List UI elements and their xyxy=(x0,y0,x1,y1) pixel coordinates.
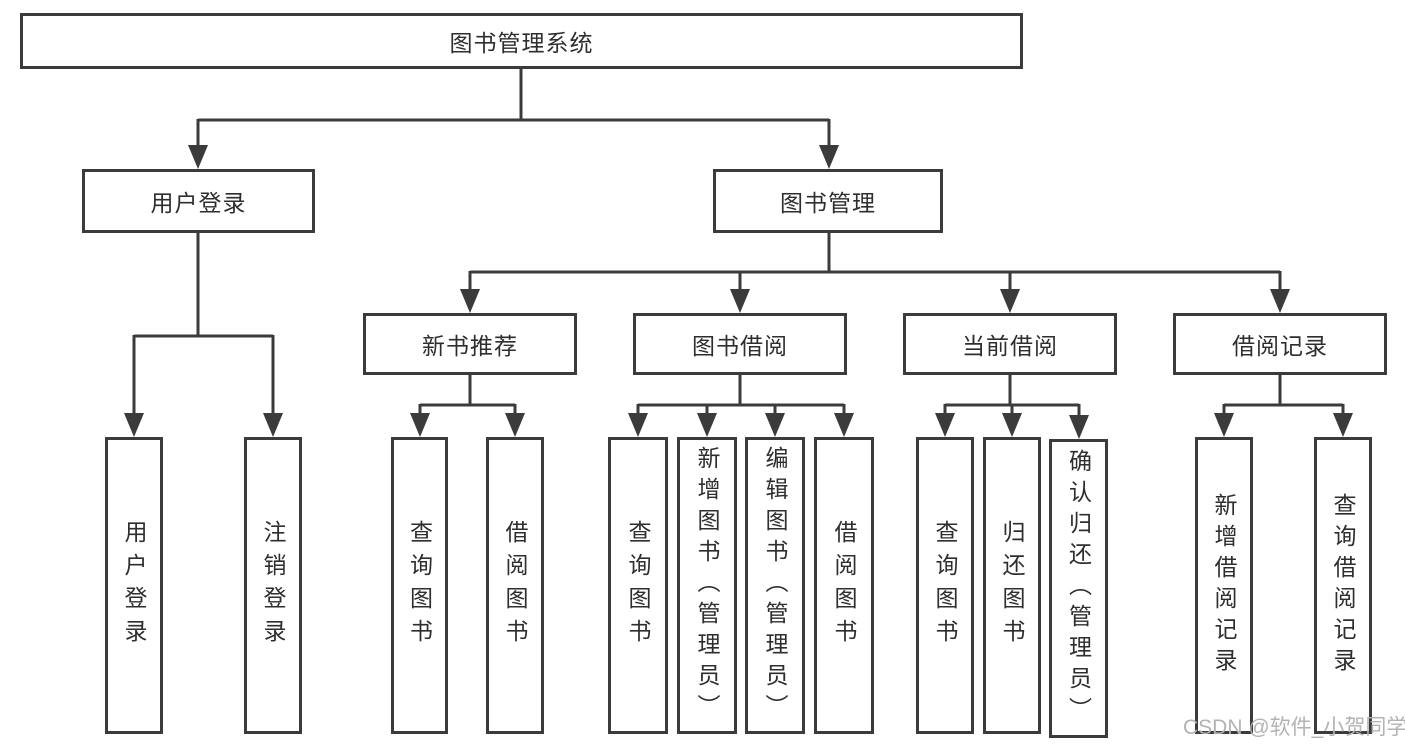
node-book-borrowing: 图书借阅 xyxy=(633,313,847,375)
node-borrowing-records-label: 借阅记录 xyxy=(1232,333,1328,359)
node-user-login-label: 用户登录 xyxy=(150,190,247,216)
leaf-query-book-recommend-label: 查询图书 xyxy=(406,519,433,652)
leaf-return-book-label: 归还图书 xyxy=(999,519,1025,652)
leaf-borrow-book-label: 借阅图书 xyxy=(831,519,857,652)
leaf-query-borrow-record: 查询借阅记录 xyxy=(1314,437,1372,734)
node-new-book-recommend-label: 新书推荐 xyxy=(422,333,518,359)
leaf-logout: 注销登录 xyxy=(244,437,302,734)
node-new-book-recommend: 新书推荐 xyxy=(363,313,577,375)
node-current-borrowing: 当前借阅 xyxy=(903,313,1117,375)
node-book-borrowing-label: 图书借阅 xyxy=(692,333,788,359)
leaf-confirm-return-admin: 确认归还（管理员） xyxy=(1049,439,1108,738)
leaf-query-book-current: 查询图书 xyxy=(916,437,974,734)
leaf-edit-book-admin-label: 编辑图书（管理员） xyxy=(762,446,788,725)
leaf-add-book-admin: 新增图书（管理员） xyxy=(677,437,737,734)
node-root-system-label: 图书管理系统 xyxy=(449,30,594,56)
node-book-management-label: 图书管理 xyxy=(780,190,876,216)
leaf-add-book-admin-label: 新增图书（管理员） xyxy=(694,446,720,725)
node-user-login: 用户登录 xyxy=(82,169,315,233)
leaf-add-borrow-record-label: 新增借阅记录 xyxy=(1211,492,1237,679)
leaf-borrow-book-recommend: 借阅图书 xyxy=(486,437,544,734)
connector-borrow-records-to-leaves xyxy=(1214,375,1353,437)
node-current-borrowing-label: 当前借阅 xyxy=(962,333,1058,359)
leaf-user-login-label: 用户登录 xyxy=(121,519,147,652)
connector-current-borrow-to-leaves xyxy=(935,375,1089,439)
leaf-query-book-recommend: 查询图书 xyxy=(391,437,448,734)
csdn-watermark: CSDN @软件_小贺同学 xyxy=(1183,716,1405,739)
leaf-query-book-current-label: 查询图书 xyxy=(932,519,958,652)
leaf-return-book: 归还图书 xyxy=(983,437,1041,734)
node-book-management: 图书管理 xyxy=(713,169,943,233)
leaf-logout-label: 注销登录 xyxy=(260,519,286,652)
leaf-confirm-return-admin-label: 确认归还（管理员） xyxy=(1065,449,1092,728)
connector-user-login-to-leaves xyxy=(124,233,283,437)
connector-book-mgmt-to-level3 xyxy=(460,233,1290,313)
leaf-borrow-book-recommend-label: 借阅图书 xyxy=(502,519,528,652)
leaf-query-book-borrow-label: 查询图书 xyxy=(625,519,651,652)
connector-root-to-level2 xyxy=(188,69,839,169)
leaf-user-login: 用户登录 xyxy=(105,437,163,734)
leaf-borrow-book: 借阅图书 xyxy=(814,437,874,734)
leaf-query-book-borrow: 查询图书 xyxy=(608,437,668,734)
connector-book-borrow-to-leaves xyxy=(628,375,854,437)
leaf-add-borrow-record: 新增借阅记录 xyxy=(1195,437,1253,734)
node-root-system: 图书管理系统 xyxy=(20,13,1023,69)
node-borrowing-records: 借阅记录 xyxy=(1173,313,1387,375)
leaf-edit-book-admin: 编辑图书（管理员） xyxy=(745,437,805,734)
leaf-query-borrow-record-label: 查询借阅记录 xyxy=(1330,492,1356,679)
connector-new-book-to-leaves xyxy=(410,375,525,437)
